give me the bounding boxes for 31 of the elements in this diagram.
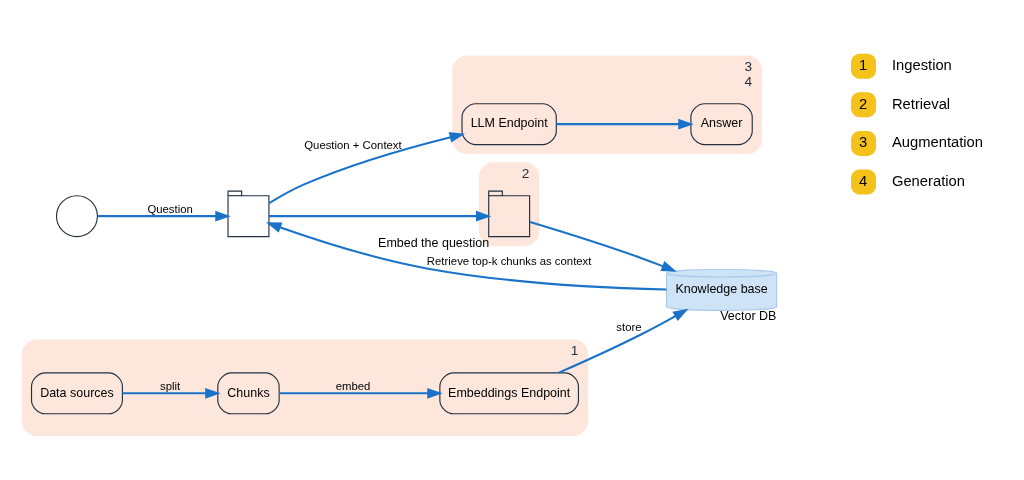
edge-label: Retrieve top-k chunks as context: [426, 254, 592, 267]
node-box: Data sources: [30, 372, 123, 415]
arrow: [558, 308, 689, 374]
arrow: [269, 210, 492, 222]
legend-label: Generation: [891, 172, 965, 189]
label: 2: [859, 95, 868, 112]
edge-label: embed: [335, 379, 371, 392]
arrow: [556, 118, 694, 130]
node-box: LLM Endpoint: [461, 103, 557, 146]
edge-label: Question: [147, 202, 193, 215]
arrow: [97, 210, 231, 222]
node-label: Embed the question: [378, 235, 490, 250]
arrow: [266, 222, 667, 291]
legend-label: Retrieval: [891, 95, 951, 112]
edge-label: split: [160, 379, 181, 392]
label: 4: [859, 172, 868, 189]
node-box: Embeddings Endpoint: [439, 372, 580, 415]
arrow: [279, 387, 443, 399]
node-person: [55, 195, 98, 238]
label: 3: [859, 134, 868, 151]
arrow: [529, 221, 677, 272]
edge-label: Question + Context: [304, 139, 402, 152]
node-box: Answer: [690, 103, 753, 146]
label: 1: [859, 57, 868, 74]
edge-label: store: [616, 320, 642, 333]
legend-label: Augmentation: [891, 134, 983, 151]
legend-label: Ingestion: [891, 57, 952, 74]
node-box: Chunks: [217, 372, 280, 415]
arrow: [268, 132, 465, 205]
arrow: [122, 387, 221, 399]
node-label: Vector DB: [720, 309, 777, 324]
